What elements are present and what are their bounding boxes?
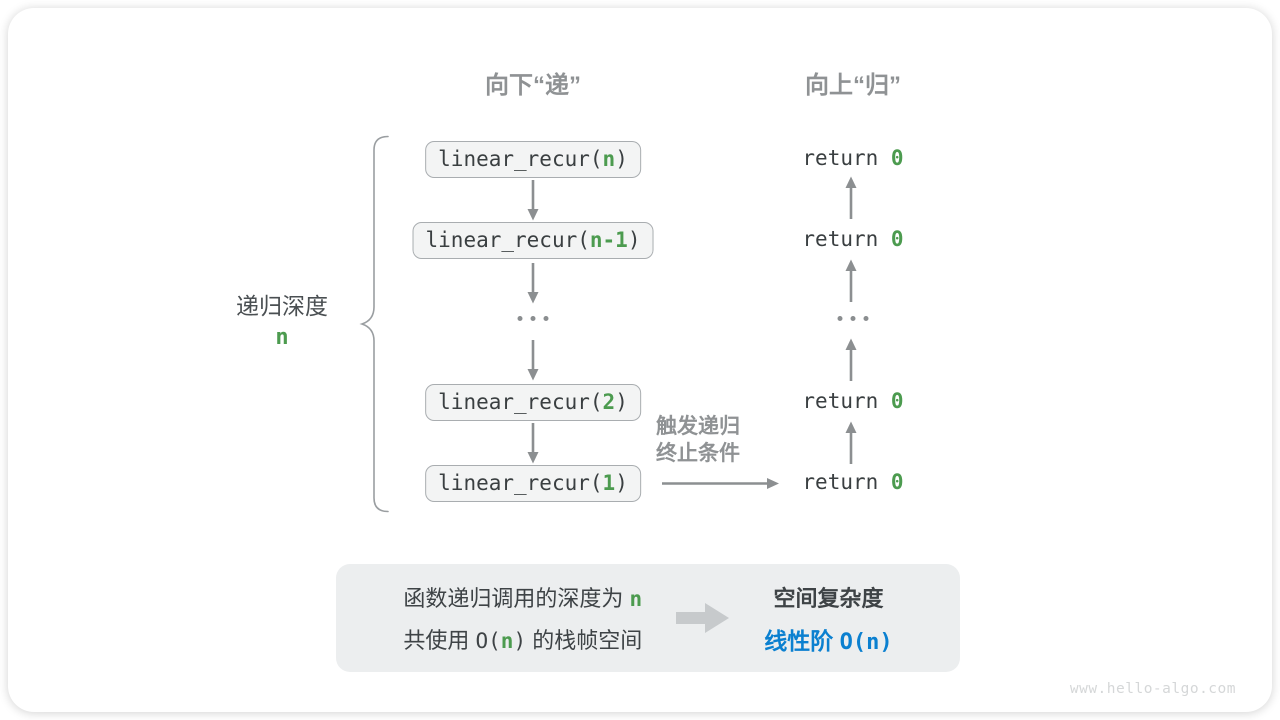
down-arrow-icon bbox=[527, 180, 539, 221]
header-recurse-down: 向下“递” bbox=[485, 72, 581, 99]
depth-brace bbox=[359, 135, 389, 513]
diagram-card: 向下“递” 向上“归” 递归深度 n linear_recur(n) linea… bbox=[8, 8, 1272, 712]
ellipsis-icon bbox=[517, 316, 549, 321]
summary-right: 空间复杂度 线性阶 O(n) bbox=[764, 581, 892, 656]
down-arrow-icon bbox=[527, 263, 539, 304]
down-arrow-icon bbox=[527, 423, 539, 464]
return-row: return 0 bbox=[802, 389, 904, 413]
call-box-n: linear_recur(n) bbox=[425, 141, 641, 178]
watermark: www.hello-algo.com bbox=[1069, 681, 1236, 697]
up-arrow-icon bbox=[845, 421, 857, 464]
implies-arrow-icon bbox=[676, 603, 730, 633]
up-arrow-icon bbox=[845, 176, 857, 219]
down-arrow-icon bbox=[527, 340, 539, 381]
up-arrow-icon bbox=[845, 259, 857, 302]
base-case-arrow-icon bbox=[662, 478, 779, 489]
trigger-label: 触发递归 终止条件 bbox=[623, 413, 773, 467]
call-box-n-1: linear_recur(n-1) bbox=[412, 222, 654, 259]
up-arrow-icon bbox=[845, 338, 857, 381]
summary-left: 函数递归调用的深度为 n 共使用 O(n) 的栈帧空间 bbox=[403, 581, 642, 655]
return-row: return 0 bbox=[802, 227, 904, 251]
summary-panel: 函数递归调用的深度为 n 共使用 O(n) 的栈帧空间 空间复杂度 线性阶 O(… bbox=[336, 564, 960, 672]
ellipsis-icon bbox=[837, 316, 869, 321]
call-box-1: linear_recur(1) bbox=[425, 465, 641, 502]
trigger-label-line1: 触发递归 bbox=[656, 415, 740, 438]
summary-depth-line: 函数递归调用的深度为 n bbox=[403, 586, 643, 611]
summary-complexity-value: 线性阶 O(n) bbox=[764, 627, 893, 655]
summary-space-line: 共使用 O(n) 的栈帧空间 bbox=[403, 628, 643, 653]
depth-label: 递归深度 bbox=[236, 293, 328, 319]
header-return-up: 向上“归” bbox=[805, 72, 901, 99]
depth-value: n bbox=[275, 325, 289, 350]
summary-right-title: 空间复杂度 bbox=[773, 585, 884, 611]
call-box-2: linear_recur(2) bbox=[425, 384, 641, 421]
trigger-label-line2: 终止条件 bbox=[656, 442, 740, 465]
return-row: return 0 bbox=[802, 470, 904, 494]
return-row: return 0 bbox=[802, 146, 904, 170]
